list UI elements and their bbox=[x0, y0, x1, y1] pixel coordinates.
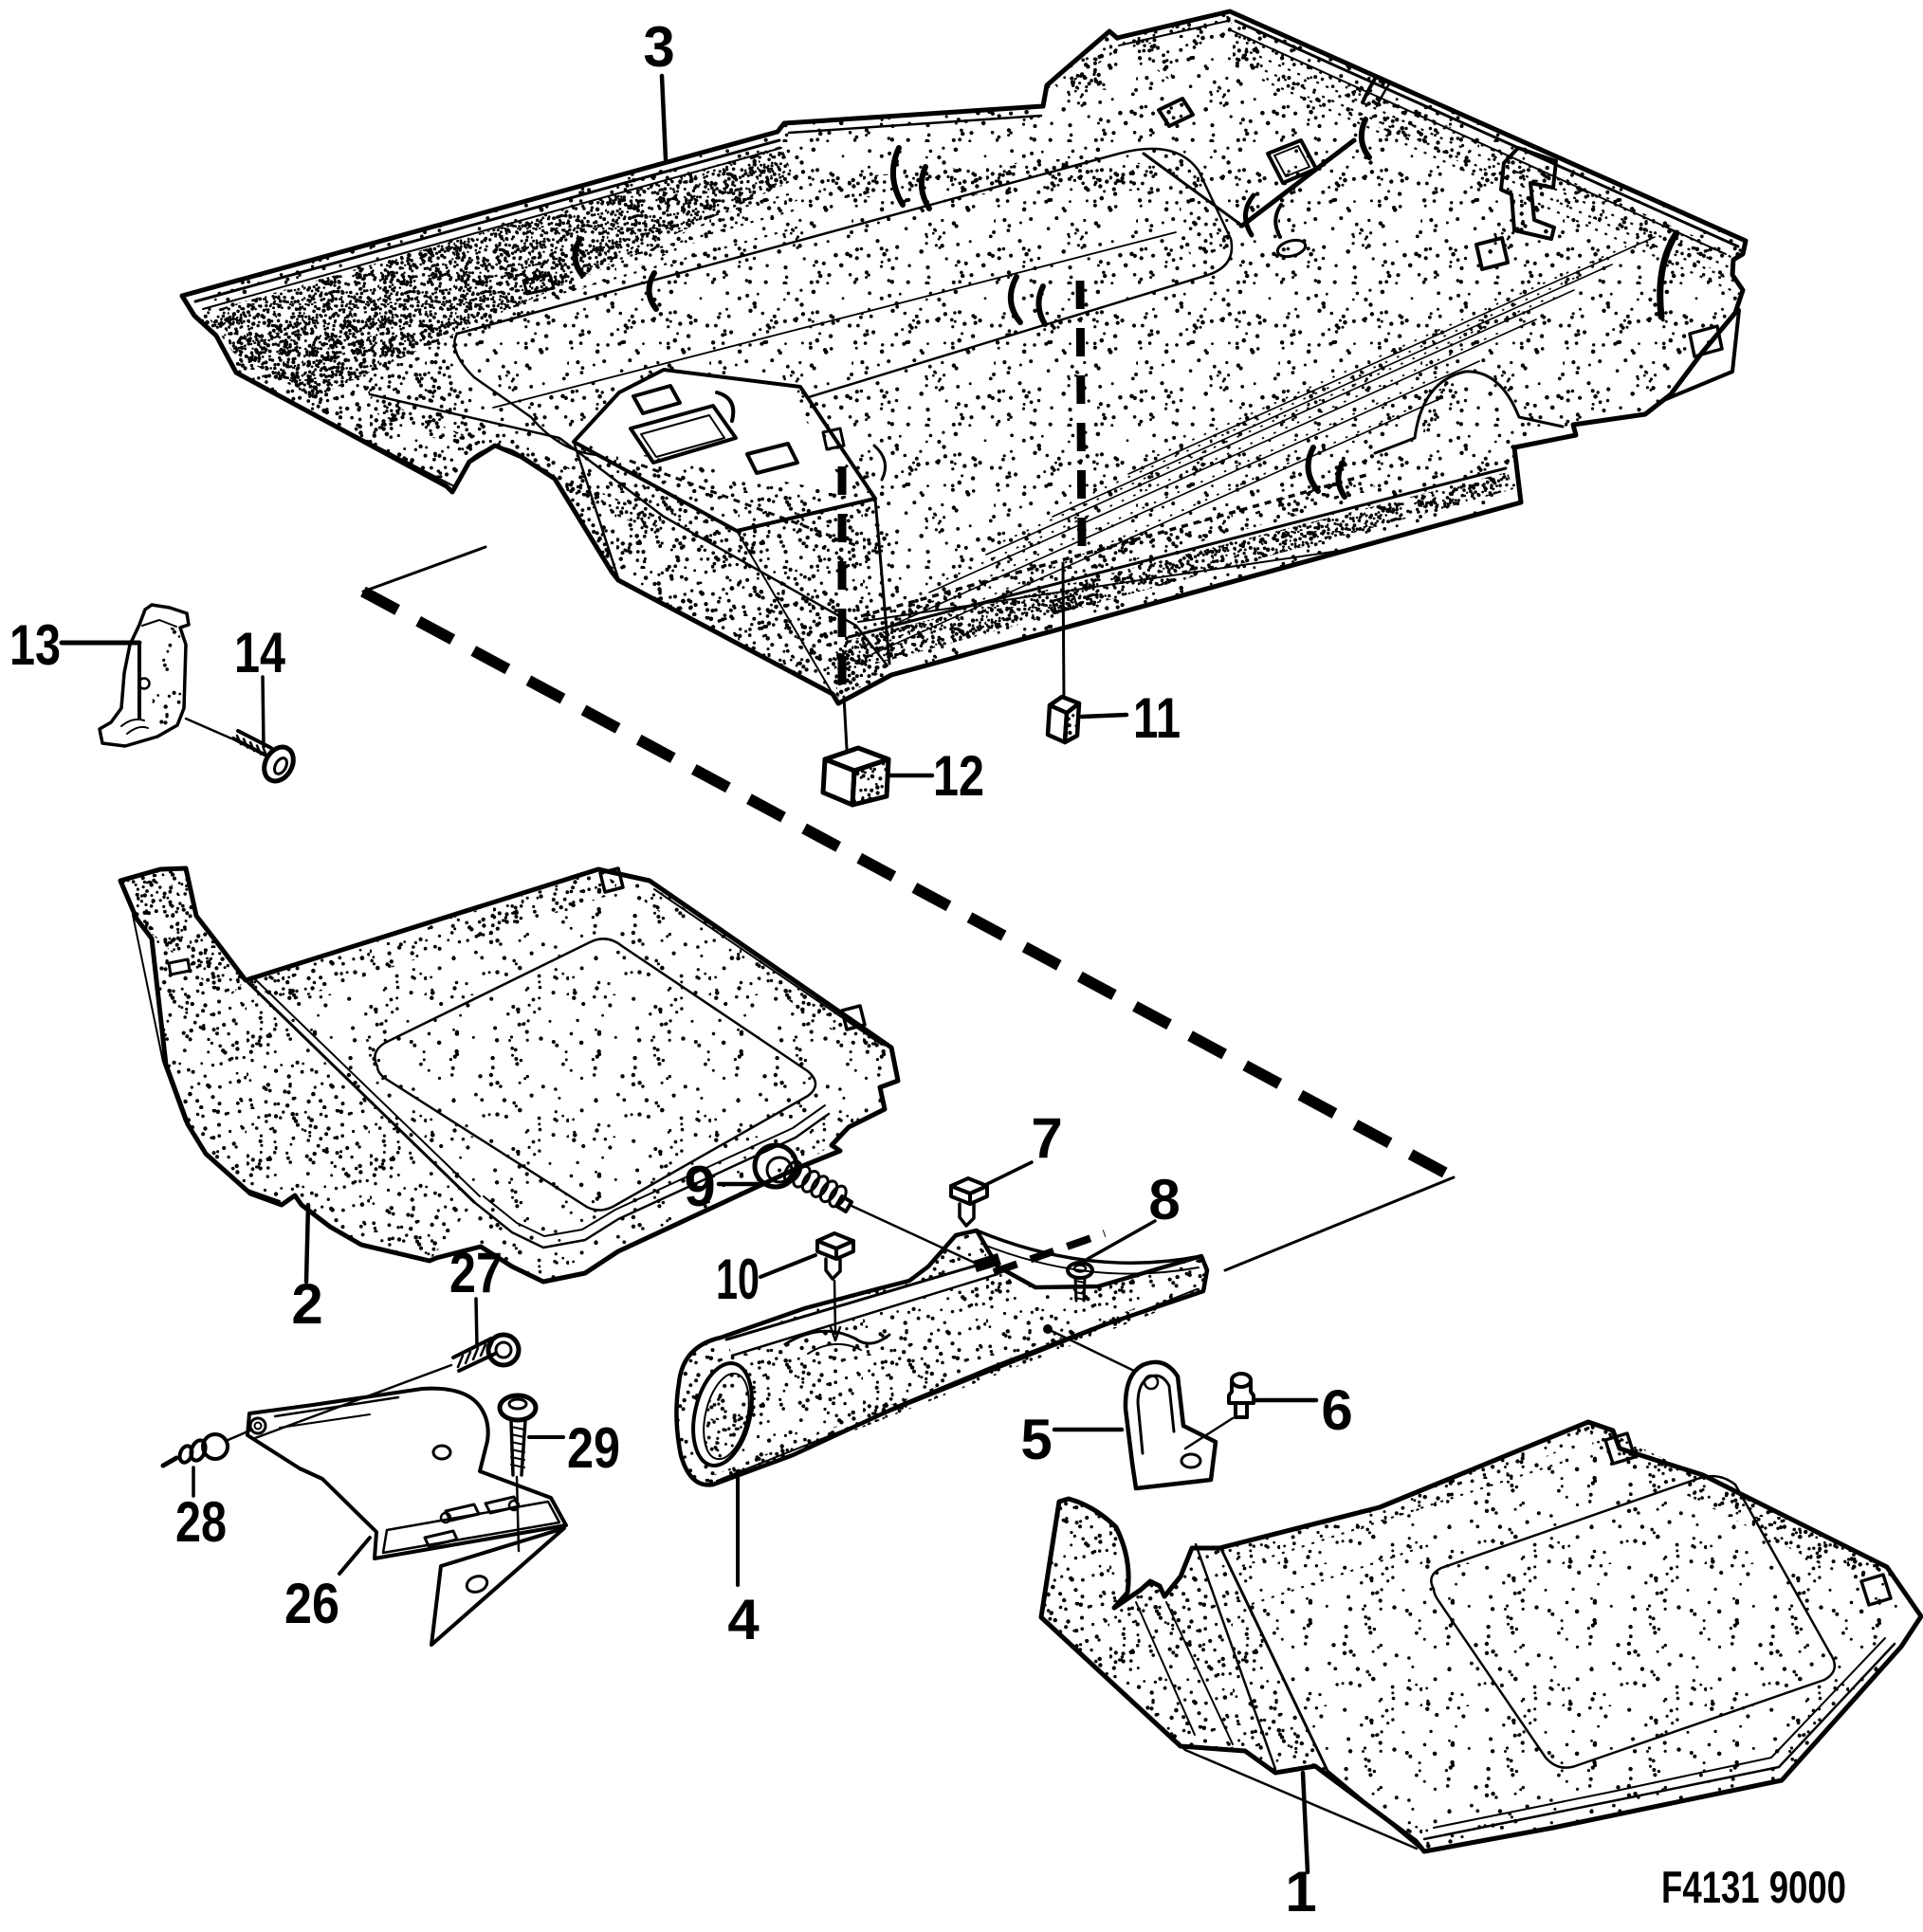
svg-text:12: 12 bbox=[933, 744, 984, 808]
svg-text:7: 7 bbox=[1031, 1106, 1062, 1170]
svg-text:27: 27 bbox=[449, 1241, 503, 1304]
svg-text:29: 29 bbox=[567, 1416, 620, 1480]
svg-text:8: 8 bbox=[1148, 1168, 1180, 1231]
svg-text:26: 26 bbox=[284, 1572, 339, 1635]
svg-text:1: 1 bbox=[1285, 1860, 1316, 1923]
svg-text:2: 2 bbox=[291, 1272, 322, 1336]
svg-text:9: 9 bbox=[684, 1155, 715, 1218]
svg-text:10: 10 bbox=[716, 1248, 760, 1311]
svg-text:14: 14 bbox=[234, 621, 286, 684]
svg-text:5: 5 bbox=[1020, 1408, 1052, 1471]
svg-text:28: 28 bbox=[175, 1490, 227, 1554]
svg-text:6: 6 bbox=[1321, 1378, 1352, 1442]
svg-text:11: 11 bbox=[1133, 686, 1181, 750]
svg-text:3: 3 bbox=[643, 15, 674, 79]
svg-text:4: 4 bbox=[727, 1588, 760, 1651]
svg-text:F4131 9000: F4131 9000 bbox=[1661, 1862, 1846, 1912]
svg-text:13: 13 bbox=[9, 613, 61, 677]
